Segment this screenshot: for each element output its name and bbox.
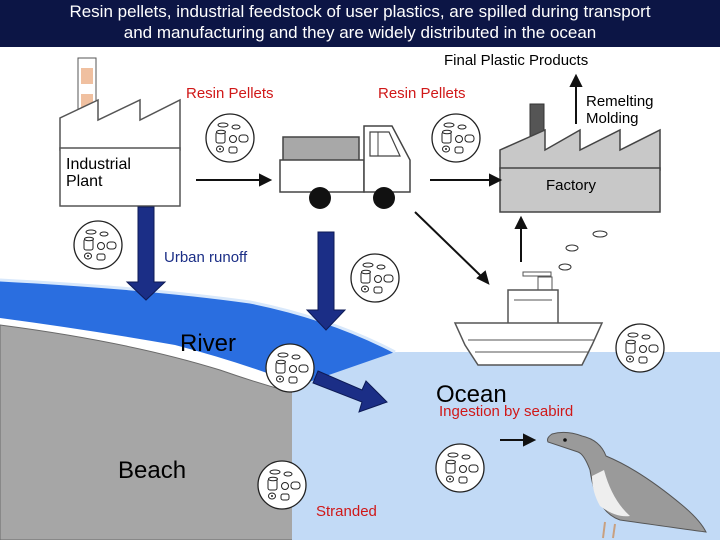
ingestion-label: Ingestion by seabird [439,403,574,420]
resin-pellets-label-2: Resin Pellets [378,85,466,102]
title-line-1: Resin pellets, industrial feedstock of u… [69,2,651,21]
pellet-bubble [615,323,665,373]
seabird [547,431,707,539]
arrow-plant-down [125,206,167,301]
title-line-2: and manufacturing and they are widely di… [123,23,597,42]
factory-label: Factory [546,177,597,194]
industrial-plant [59,57,181,207]
pellet-bubble [435,443,485,493]
ocean-label: Ocean [436,381,507,408]
final-products-label: Final Plastic Products [444,52,589,69]
arrow-to-ocean [312,370,388,413]
river-label: River [180,330,237,357]
industrial-label: Industrial [66,156,131,173]
urban-runoff-label: Urban runoff [164,249,248,266]
pellet-bubble [73,220,123,270]
pellet-bubble [431,113,481,163]
arrow-runoff-down [305,231,347,331]
stranded-label: Stranded [316,503,377,520]
ship [453,271,604,366]
factory [499,103,661,213]
pellet-bubble [257,460,307,510]
pellet-bubble [265,343,315,393]
truck [279,125,411,209]
molding-label: Molding [586,110,639,127]
pellet-bubble [350,253,400,303]
resin-pellets-label-1: Resin Pellets [186,85,274,102]
beach-label: Beach [118,457,187,484]
pellet-bubble [205,113,255,163]
title-banner: Resin pellets, industrial feedstock of u… [0,0,720,47]
remelting-label: Remelting [586,93,654,110]
plant-label: Plant [66,173,103,190]
